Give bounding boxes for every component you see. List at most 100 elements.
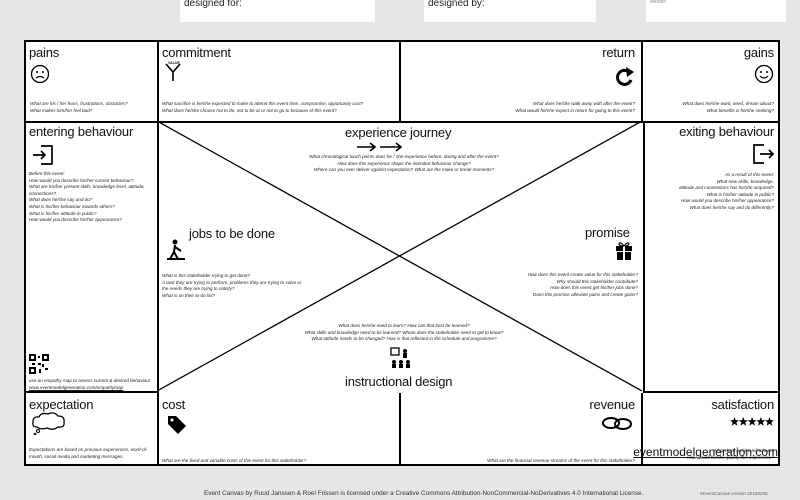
- pains-q1: What are his / her fears, frustrations, …: [30, 101, 128, 106]
- worker-icon: [167, 239, 185, 260]
- entering-q8: How would you describe his/her appearanc…: [29, 217, 122, 223]
- event-canvas: pains What are his / her fears, frustrat…: [24, 40, 780, 466]
- happy-face-icon: [754, 64, 774, 84]
- center-diagonals: [157, 121, 642, 391]
- qr-code-icon[interactable]: [29, 354, 49, 374]
- instructional-q1: What does he/she need to learn? How can …: [338, 323, 470, 328]
- jobs-q2: A task they are trying to perform, probl…: [162, 279, 302, 285]
- satisfaction-questions: What does he/she tell others? How would …: [687, 448, 774, 461]
- entering-q2: How would you describe his/her current b…: [29, 177, 134, 183]
- expectation-q2: mouth, social media and marketing messag…: [29, 453, 124, 459]
- cell-entering-behaviour[interactable]: entering behaviour Before this event: Ho…: [26, 123, 159, 393]
- instructional-questions: What does he/she need to learn? How can …: [288, 323, 520, 343]
- jobs-q3: the needs they are trying to satisfy?: [162, 286, 235, 292]
- exiting-q1: As a result of this event:: [724, 172, 774, 177]
- entering-q6: What is his/her behaviour towards others…: [29, 203, 115, 209]
- version-box[interactable]: [646, 0, 786, 22]
- exiting-q4: What is his/her attitude in public?: [706, 191, 774, 197]
- empathy-note: use an empathy map to assess current & d…: [29, 378, 150, 391]
- version-label: version: [650, 0, 667, 5]
- website-link[interactable]: eventmodelgeneration.com: [633, 445, 778, 459]
- cell-commitment[interactable]: commitment VALUE What sacrifice is he/sh…: [159, 42, 401, 123]
- sad-face-icon: [30, 64, 50, 84]
- expectation-questions: Expectations are based on previous exper…: [29, 447, 147, 460]
- redo-arrow-icon: [616, 67, 634, 86]
- enter-arrow-icon: [33, 145, 53, 165]
- revenue-q1: What are the financial revenue streams o…: [487, 458, 635, 463]
- satisfaction-q2: How would he/she qualify this experience…: [687, 454, 774, 460]
- commitment-title: commitment: [162, 45, 231, 60]
- instructional-q3: What attitude needs to be changed? How i…: [311, 336, 497, 342]
- cell-pains[interactable]: pains What are his / her fears, frustrat…: [26, 42, 159, 123]
- jobs-questions: What is this stakeholder trying to get d…: [162, 273, 302, 299]
- gift-icon: [616, 242, 632, 260]
- journey-arrows-icon: [357, 142, 403, 152]
- return-q2: What would he/she expect in return for g…: [515, 107, 635, 113]
- pains-title: pains: [29, 45, 60, 60]
- classroom-icon: [390, 347, 410, 368]
- empathy-note-text: use an empathy map to assess current & d…: [29, 378, 151, 383]
- commitment-q1: What sacrifice is he/she expected to mak…: [162, 101, 364, 106]
- coins-icon: [602, 417, 632, 430]
- gains-questions: What does he/she want, need, dream about…: [682, 101, 774, 114]
- cell-cost[interactable]: cost What are the fixed and variable cos…: [159, 393, 401, 466]
- jobs-q4: What is on their to-do list?: [162, 292, 216, 298]
- cost-title: cost: [162, 397, 186, 412]
- pains-questions: What are his / her fears, frustrations, …: [30, 101, 128, 114]
- satisfaction-title: satisfaction: [711, 397, 774, 412]
- instructional-title: instructional design: [345, 374, 453, 389]
- value-icon-label: VALUE: [168, 61, 180, 65]
- experience-q1: What chronological touch points does he …: [309, 154, 499, 159]
- entering-q7: What is his/her attitude in public?: [29, 210, 97, 216]
- experience-q3: Where can you over deliver against expec…: [313, 167, 495, 173]
- promise-q1: How does this event create value for thi…: [527, 272, 638, 277]
- cell-satisfaction[interactable]: satisfaction What does he/she tell other…: [643, 393, 780, 466]
- gains-title: gains: [743, 45, 774, 60]
- pains-q2: What makes him/her feel bad?: [30, 107, 93, 113]
- exiting-q2: What new skills, knowledge,: [716, 178, 774, 184]
- gains-q1: What does he/she want, need, dream about…: [682, 101, 774, 106]
- promise-q4: Does this promise alleviate pains and cr…: [533, 291, 638, 297]
- promise-questions: How does this event create value for thi…: [528, 272, 638, 298]
- exiting-q5: How would you describe his/her appearanc…: [681, 198, 774, 204]
- entering-questions: Before this event: How would you describ…: [29, 171, 145, 224]
- jobs-title: jobs to be done: [189, 226, 275, 241]
- gains-q2: What benefits is he/she seeking?: [706, 107, 774, 113]
- entering-q3: What are his/her present skills, knowled…: [29, 184, 145, 190]
- return-questions: What does he/she walk away with after th…: [515, 101, 635, 114]
- exiting-q3: attitude and connections has he/she acqu…: [678, 185, 774, 191]
- jobs-q1: What is this stakeholder trying to get d…: [162, 273, 251, 278]
- empathy-map-link[interactable]: www.eventmodelgeneration.com/empathymap: [29, 384, 124, 390]
- promise-title: promise: [585, 225, 630, 240]
- revenue-title: revenue: [589, 397, 635, 412]
- value-fork-icon: [165, 63, 181, 81]
- exiting-title: exiting behaviour: [679, 124, 774, 139]
- exit-arrow-icon: [753, 144, 774, 164]
- promise-q2: Why should this stakeholder contribute?: [556, 278, 638, 284]
- experience-q2: How does this experience shape the inten…: [337, 160, 471, 166]
- entering-q1: Before this event:: [29, 171, 65, 176]
- cell-exiting-behaviour[interactable]: exiting behaviour As a result of this ev…: [643, 123, 780, 393]
- cell-return[interactable]: return What does he/she walk away with a…: [401, 42, 643, 123]
- price-tag-icon: [168, 416, 186, 434]
- experience-title: experience journey: [345, 125, 452, 140]
- entering-q4: connections?: [29, 190, 57, 196]
- cell-gains[interactable]: gains What does he/she want, need, dream…: [643, 42, 780, 123]
- cost-questions: What are the fixed and variable costs of…: [162, 458, 306, 465]
- commitment-questions: What sacrifice is he/she expected to mak…: [162, 101, 363, 114]
- exiting-questions: As a result of this event: What new skil…: [679, 172, 774, 212]
- thought-cloud-icon: [32, 412, 65, 435]
- expectation-title: expectation: [29, 397, 94, 412]
- exiting-q6: What does he/she say and do differently?: [689, 204, 774, 210]
- designed-for-box[interactable]: [180, 0, 375, 22]
- rating-stars-icon: [730, 417, 774, 426]
- cell-revenue[interactable]: revenue What are the financial revenue s…: [401, 393, 643, 466]
- cell-expectation[interactable]: expectation Expectations are based on pr…: [26, 393, 159, 466]
- designed-by-label: designed by:: [428, 0, 485, 9]
- instructional-q2: What skills and knowledge need to be lea…: [304, 329, 504, 335]
- entering-q5: What does he/she say and do?: [29, 197, 93, 203]
- expectation-q1: Expectations are based on previous exper…: [29, 447, 148, 452]
- experience-questions: What chronological touch points does he …: [288, 154, 520, 174]
- designed-by-box[interactable]: [424, 0, 596, 22]
- license-text: Event Canvas by Ruud Janssen & Roel Fris…: [204, 490, 644, 497]
